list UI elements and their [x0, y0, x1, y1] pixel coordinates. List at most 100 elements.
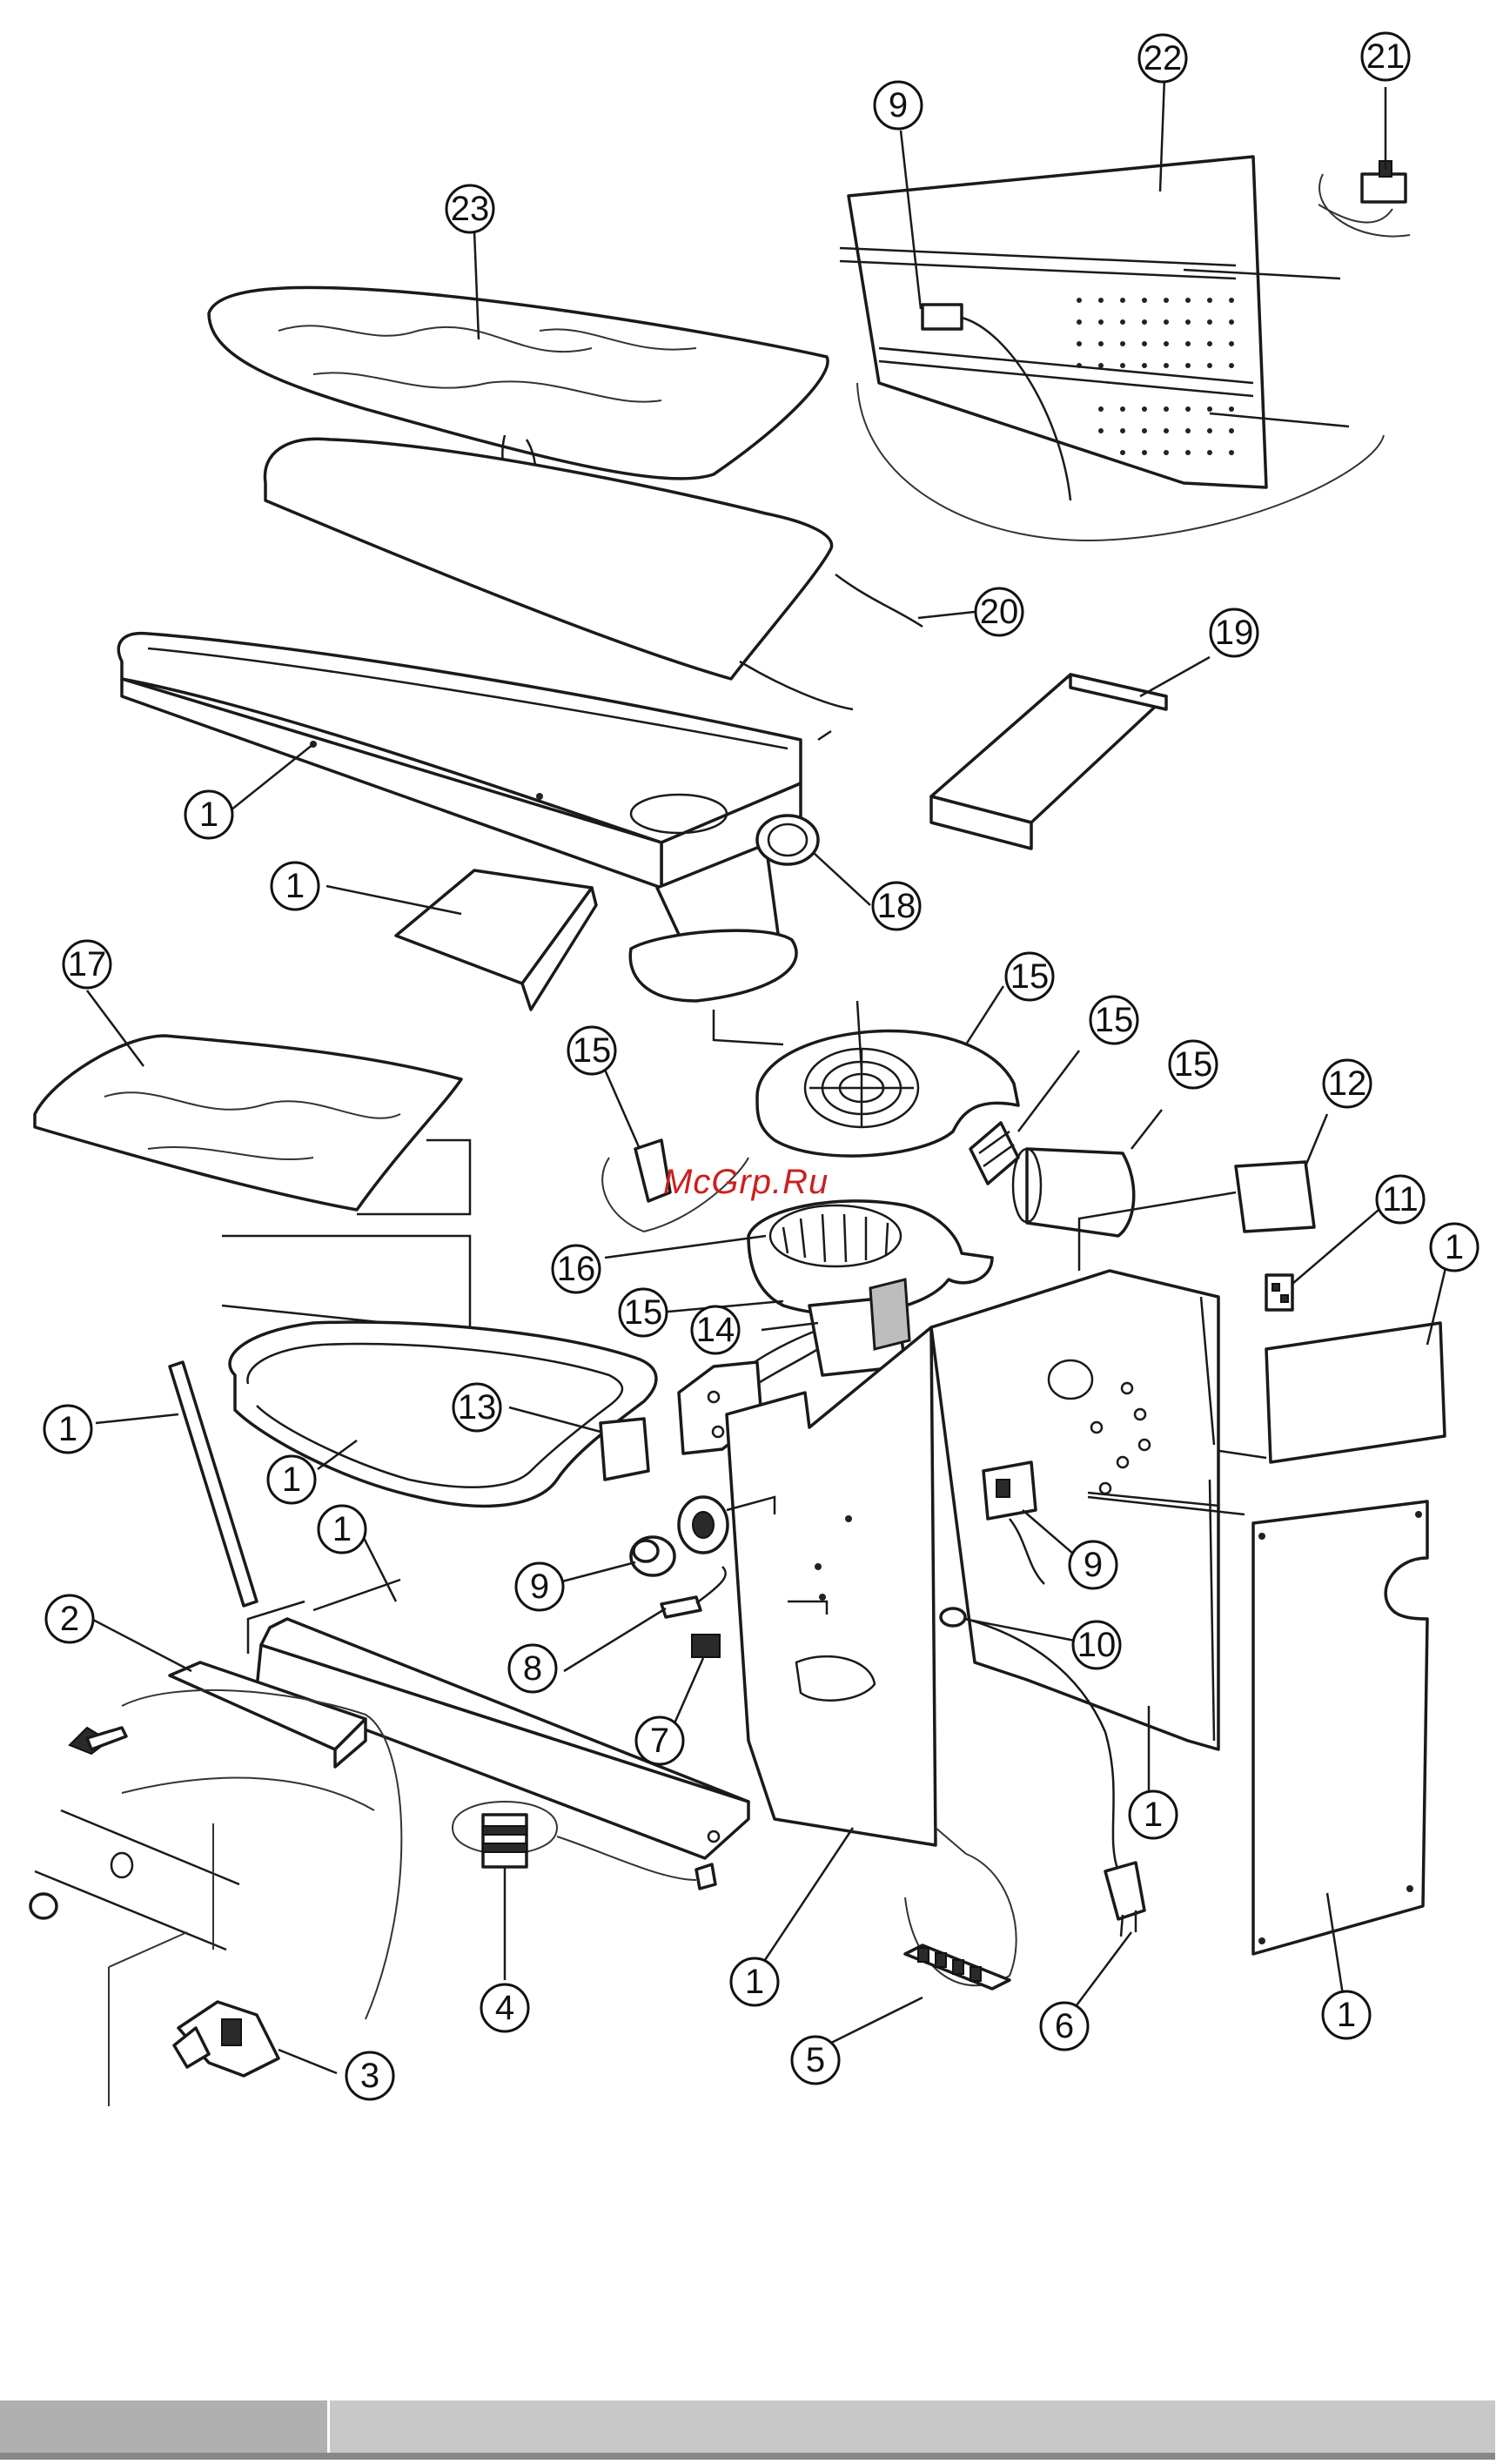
- cover-17: [35, 1036, 470, 1332]
- callout-10: 10: [1073, 1621, 1120, 1668]
- callout-label: 22: [1144, 39, 1183, 77]
- footer-divider: [0, 2453, 1495, 2460]
- callout-label: 1: [1144, 1796, 1163, 1834]
- callout-4: 4: [481, 1984, 528, 2031]
- callout-label: 6: [1055, 2007, 1074, 2045]
- callout-label: 14: [696, 1311, 735, 1349]
- indicator-8: [661, 1567, 726, 1617]
- fan-housing-15: [714, 1001, 1018, 1156]
- callout-18: 18: [873, 883, 920, 930]
- duct-ring-18: [757, 816, 818, 864]
- callout-label: 1: [58, 1410, 77, 1448]
- callout-14: 14: [692, 1306, 739, 1353]
- callout-1-board-frame: 1: [185, 791, 232, 838]
- callout-label: 21: [1366, 37, 1406, 76]
- callout-label: 1: [199, 796, 218, 834]
- callout-label: 11: [1382, 1180, 1419, 1219]
- front-panel-1: [727, 1327, 936, 1845]
- callout-15-housing: 15: [1006, 953, 1053, 1000]
- callout-label: 9: [530, 1568, 549, 1606]
- callout-label: 3: [360, 2057, 379, 2095]
- callout-19: 19: [1211, 609, 1258, 656]
- callout-label: 23: [451, 190, 490, 228]
- callout-label: 2: [60, 1600, 79, 1638]
- callout-7: 7: [636, 1717, 683, 1764]
- callout-1-large-panel: 1: [1323, 1991, 1370, 2038]
- callout-label: 18: [877, 887, 916, 925]
- cable-gland-10: [941, 1608, 965, 1626]
- callout-label: 10: [1077, 1626, 1117, 1664]
- fan-motor-cap-15: [1013, 1149, 1134, 1236]
- connector-11: [1266, 1275, 1292, 1310]
- callout-3: 3: [346, 2052, 393, 2099]
- plate-13: [601, 1419, 648, 1480]
- callout-label: 15: [1174, 1045, 1213, 1084]
- knob-9: [631, 1537, 674, 1575]
- callout-15-clip: 15: [568, 1027, 615, 1074]
- callout-1-front-panel: 1: [731, 1958, 778, 2005]
- rear-panel-1: [931, 1271, 1245, 1749]
- callout-15-grille: 15: [1090, 997, 1137, 1044]
- callout-label: 9: [889, 86, 908, 124]
- callout-1-rear-panel: 1: [1130, 1791, 1177, 1838]
- callout-label: 15: [573, 1031, 612, 1070]
- callout-5: 5: [792, 2037, 839, 2084]
- callout-2: 2: [46, 1595, 93, 1642]
- callout-23: 23: [446, 185, 493, 232]
- detail-bubble-board-rear: [840, 157, 1392, 540]
- watermark-text: McGrp.Ru: [663, 1163, 829, 1202]
- callout-label: 1: [282, 1460, 301, 1499]
- callout-15-wheel: 15: [620, 1289, 667, 1336]
- callout-label: 5: [806, 2041, 825, 2079]
- callout-9-thermostat: 9: [1070, 1541, 1117, 1588]
- switch-7: [692, 1635, 720, 1657]
- callout-13: 13: [453, 1384, 500, 1431]
- callout-label: 15: [1095, 1001, 1134, 1039]
- sensor-21: [1319, 161, 1410, 237]
- callout-9-knob: 9: [516, 1563, 563, 1610]
- callout-1-heating-element: 1: [268, 1456, 315, 1503]
- callout-21: 21: [1362, 33, 1409, 80]
- callout-label: 12: [1328, 1064, 1367, 1103]
- footer-bar: [0, 2400, 1495, 2453]
- callout-11: 11: [1377, 1176, 1424, 1223]
- callout-label: 1: [332, 1510, 352, 1548]
- callout-label: 19: [1215, 614, 1254, 652]
- callout-22: 22: [1139, 35, 1186, 82]
- bracket-plate-1: [396, 870, 596, 1010]
- callout-label: 17: [68, 945, 107, 984]
- callout-label: 1: [285, 867, 305, 905]
- callout-label: 4: [495, 1989, 514, 2027]
- callout-17: 17: [64, 941, 111, 988]
- callout-1-rod: 1: [44, 1406, 91, 1453]
- terminal-strip-5: [905, 1828, 1017, 1989]
- callout-1-base-tray: 1: [319, 1506, 366, 1553]
- callout-label: 1: [745, 1963, 764, 2001]
- callout-label: 9: [1084, 1546, 1103, 1584]
- bracket-19: [931, 675, 1166, 849]
- callout-1-bracket-plate: 1: [272, 863, 319, 910]
- callout-12: 12: [1324, 1060, 1371, 1107]
- callout-label: 15: [624, 1293, 663, 1332]
- callout-label: 7: [650, 1722, 669, 1760]
- callout-label: 15: [1010, 957, 1050, 996]
- callout-label: 1: [1445, 1228, 1464, 1266]
- fan-grille-15: [970, 1123, 1018, 1184]
- callout-label: 13: [458, 1388, 497, 1427]
- callout-label: 8: [523, 1649, 542, 1688]
- footer-cell: [0, 2400, 330, 2453]
- callout-label: 1: [1337, 1996, 1356, 2034]
- callout-16: 16: [553, 1245, 600, 1292]
- callout-8: 8: [509, 1645, 556, 1692]
- callout-20: 20: [976, 588, 1023, 635]
- callout-6: 6: [1041, 2003, 1088, 2050]
- callout-label: 20: [980, 593, 1019, 631]
- callout-1-side-panel: 1: [1431, 1224, 1478, 1271]
- lamp-socket-3: [174, 2002, 278, 2076]
- callout-label: 16: [557, 1250, 596, 1288]
- screw: [70, 1728, 126, 1754]
- callout-9-top: 9: [875, 82, 922, 129]
- side-panel-1-large: [1253, 1501, 1427, 1954]
- callout-15-cap: 15: [1170, 1041, 1217, 1088]
